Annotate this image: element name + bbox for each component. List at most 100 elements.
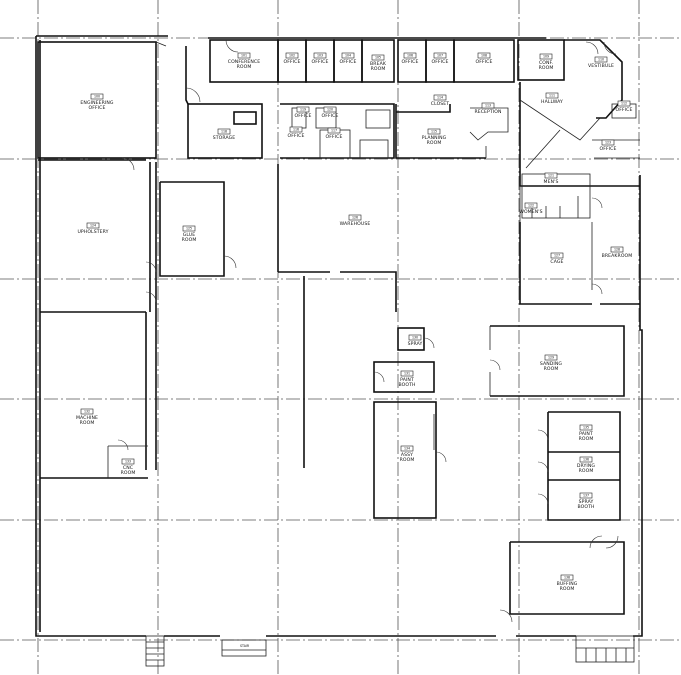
room-name-line: ROOM	[400, 457, 415, 463]
room-name-line: ROOM	[560, 586, 575, 592]
room-tag-number: 137	[583, 494, 589, 498]
room-tag-box	[371, 54, 385, 61]
room-tag-number: 130	[412, 336, 418, 340]
room-tag-number: 115	[431, 130, 437, 134]
room-tag-number: 136	[583, 458, 589, 462]
room-tag-box	[617, 100, 631, 107]
room-tag-box	[121, 458, 135, 465]
room-tag-number: 124	[90, 224, 96, 228]
room-tag-number: 107	[437, 54, 443, 58]
room-name-line: PAINT	[579, 431, 593, 437]
room-tag-box	[285, 52, 299, 59]
room-tag-number: 116	[293, 128, 299, 132]
room-tag-box	[400, 445, 414, 452]
room-tag-number: 125	[186, 227, 192, 231]
room-tag-number: 123	[605, 141, 611, 145]
room-name-line: OFFICE	[600, 146, 617, 152]
room-name-line: ROOM	[80, 420, 95, 426]
room-name-line: CONF.	[539, 60, 553, 66]
room-name-line: OFFICE	[312, 59, 329, 65]
room-tag-box	[544, 354, 558, 361]
room-name-line: OFFICE	[476, 59, 493, 65]
room-name-line: PAINT	[400, 377, 414, 383]
stair-label: STAIR	[240, 644, 250, 648]
room-tag-number: 138	[564, 576, 570, 580]
room-tag-box	[433, 94, 447, 101]
exterior-walls	[35, 35, 643, 637]
room-name-line: HALLWAY	[541, 99, 563, 105]
room-name-line: ROOM	[544, 366, 559, 372]
room-name-line: WOMEN'S	[519, 209, 542, 215]
room-tag-number: 100	[94, 95, 100, 99]
room-name-line: WAREHOUSE	[340, 221, 371, 227]
room-name-line: ROOM	[427, 140, 442, 146]
room-name-line: ROOM	[371, 66, 386, 72]
room-name-line: SANDING	[540, 361, 563, 367]
room-tag-box	[601, 139, 615, 146]
room-tag-box	[579, 424, 593, 431]
room-tag-box	[217, 128, 231, 135]
room-tag-number: 131	[404, 372, 410, 376]
room-name-line: CONFERENCE	[228, 59, 260, 65]
room-tag-box	[341, 52, 355, 59]
room-labels: 100ENGINEERINGOFFICE101CONFERENCEROOM102…	[76, 52, 633, 592]
room-name-line: OFFICE	[322, 113, 339, 119]
room-name-line: ROOM	[182, 237, 197, 243]
room-tag-box	[80, 408, 94, 415]
room-tag-box	[313, 52, 327, 59]
room-name-line: BOOTH	[398, 382, 415, 388]
room-name-line: ROOM	[539, 65, 554, 71]
room-name-line: GLUE	[183, 232, 196, 238]
room-tag-box	[544, 172, 558, 179]
room-name-line: OFFICE	[340, 59, 357, 65]
room-tag-number: 127	[554, 254, 560, 258]
room-tag-number: 134	[404, 447, 410, 451]
room-name-line: MEN'S	[544, 179, 559, 185]
room-tag-box	[400, 370, 414, 377]
room-tag-number: 108	[481, 54, 487, 58]
room-tag-box	[237, 52, 251, 59]
room-tag-number: 117	[331, 129, 337, 133]
room-tag-box	[477, 52, 491, 59]
room-tag-box	[327, 127, 341, 134]
room-name-line: ROOM	[579, 436, 594, 442]
room-name-line: VESTIBULE	[588, 63, 614, 69]
room-tag-box	[560, 574, 574, 581]
room-tag-number: 133	[125, 460, 131, 464]
room-tag-number: 120	[327, 108, 333, 112]
room-tag-number: 112	[621, 102, 627, 106]
room-tag-box	[550, 252, 564, 259]
room-name-line: UPHOLSTERY	[77, 229, 108, 235]
room-tag-number: 132	[84, 410, 90, 414]
room-tag-box	[289, 126, 303, 133]
room-tag-box	[408, 334, 422, 341]
room-name-line: MACHINE	[76, 415, 98, 421]
room-name-line: BREAKROOM	[602, 253, 633, 259]
room-tag-number: 128	[614, 248, 620, 252]
